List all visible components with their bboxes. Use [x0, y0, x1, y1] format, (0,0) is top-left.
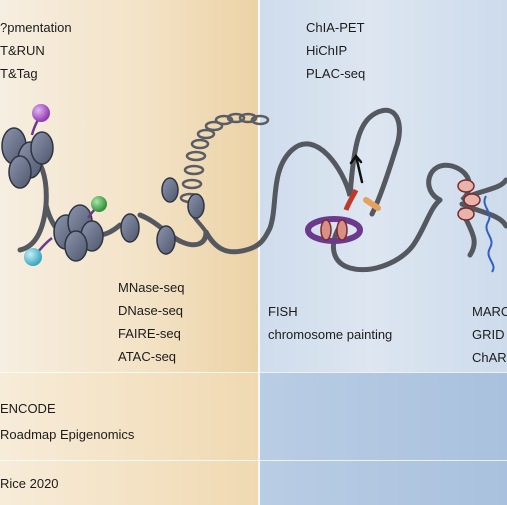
consortium-label: ENCODE [0, 401, 56, 416]
methods-mid-left: MNase-seq DNase-seq FAIRE-seq ATAC-seq [118, 276, 184, 368]
method-label: ?pmentation [0, 20, 72, 35]
mark-cyan [24, 248, 42, 266]
ctcf-right [336, 219, 348, 241]
method-label: ChIA-PET [306, 20, 365, 35]
method-label: chromosome painting [268, 327, 393, 342]
methods-top-right: ChIA-PET HiChIP PLAC-seq [306, 16, 365, 85]
consortia-list: ENCODE Roadmap Epigenomics [0, 396, 134, 448]
chromatin-coil [179, 112, 270, 204]
method-label: HiChIP [306, 43, 348, 58]
method-label: FISH [268, 304, 298, 319]
method-label: ChAR [472, 350, 507, 365]
lower-right-band [258, 372, 507, 505]
methods-top-left: ?pmentation T&RUN T&Tag [0, 16, 72, 85]
anchor-orange [363, 197, 381, 211]
consortium-label: Roadmap Epigenomics [0, 427, 135, 442]
methods-mid-right: MARC GRID ChAR [472, 300, 507, 369]
methods-mid-center: FISH chromosome painting [268, 300, 392, 346]
chromatin-loops [203, 107, 443, 272]
cohesin-ring [305, 216, 363, 244]
nucleosome-cluster-bottom [53, 204, 104, 262]
method-label: ATAC-seq [118, 349, 177, 364]
section-divider-2 [0, 460, 507, 461]
method-label: MNase-seq [118, 280, 185, 295]
rna-strand [483, 195, 495, 273]
method-label: DNase-seq [118, 303, 184, 318]
method-label: PLAC-seq [306, 66, 366, 81]
method-label: MARC [472, 304, 507, 319]
hub-factors [457, 179, 481, 221]
citation-label: Rice 2020 [0, 476, 59, 491]
method-label: FAIRE-seq [118, 326, 181, 341]
method-label: T&Tag [0, 66, 38, 81]
mark-purple [32, 104, 50, 122]
method-label: GRID [472, 327, 505, 342]
ctcf-left [320, 219, 332, 241]
method-label: T&RUN [0, 43, 45, 58]
mark-green [91, 196, 107, 212]
section-divider-1 [0, 372, 507, 373]
panel-divider [258, 0, 260, 505]
anchor-red [343, 188, 359, 211]
chromatin-fiber [17, 147, 209, 253]
lower-left-band [0, 372, 258, 505]
promoter-arrow [349, 153, 364, 184]
nucleosome-array [120, 177, 205, 255]
nucleosome-cluster-top [1, 127, 54, 189]
